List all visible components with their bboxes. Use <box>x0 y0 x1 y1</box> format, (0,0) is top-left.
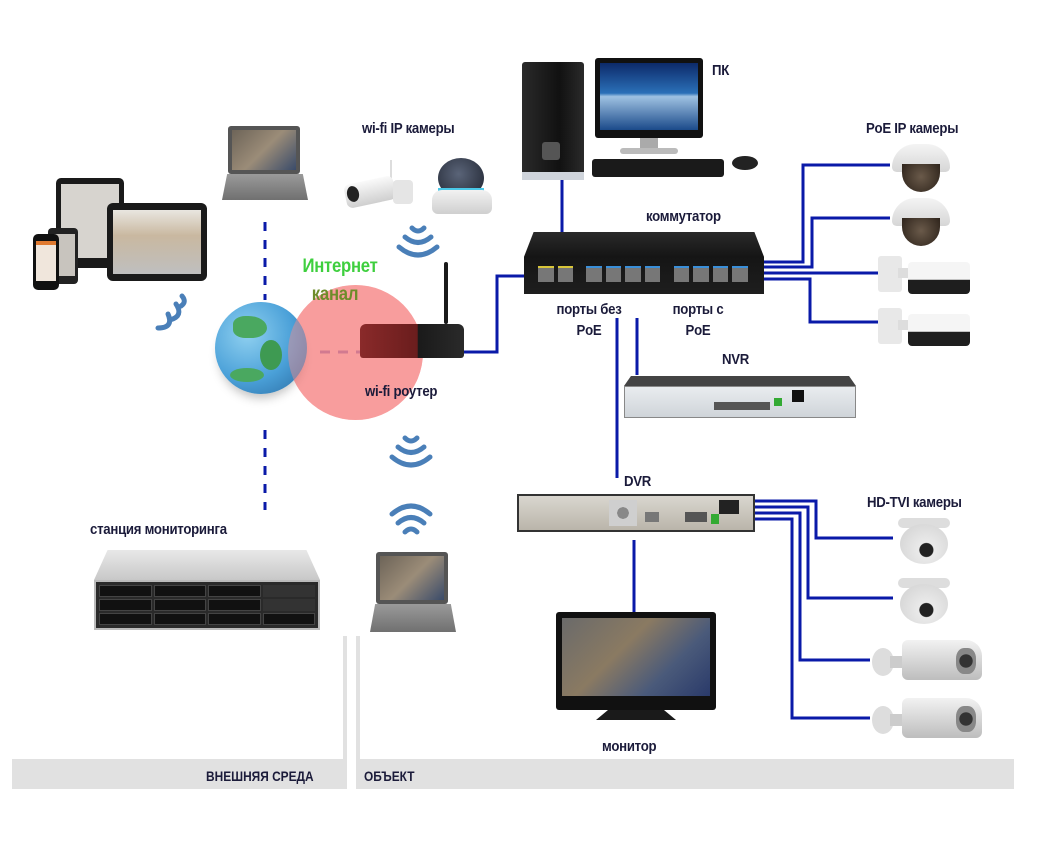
pc-mouse <box>732 156 758 170</box>
ports-poe-label-1: порты с <box>672 301 724 318</box>
hdtvi-bullet-camera-2 <box>872 692 984 748</box>
ports-no-poe-label-2: PoE <box>576 322 602 339</box>
link-tvi-cam-4 <box>755 517 870 720</box>
hdtvi-cameras-label: HD-TVI камеры <box>867 494 962 511</box>
pc-keyboard <box>592 159 724 177</box>
laptop-remote <box>222 126 308 204</box>
link-tvi-cam-1 <box>755 499 893 540</box>
poe-cameras-label: PoE IP камеры <box>866 120 959 137</box>
wifi-router <box>360 262 464 360</box>
zone-bar-external <box>12 759 347 789</box>
switch-label: коммутатор <box>646 208 721 225</box>
hdtvi-dome-camera-1 <box>898 518 950 566</box>
wifi-bullet-camera <box>343 160 415 215</box>
pc-label: ПК <box>712 62 730 79</box>
phone-1 <box>33 234 59 290</box>
nvr-recorder <box>624 376 856 420</box>
internet-label-bottom: канал <box>311 284 359 305</box>
zone-bar-object <box>356 759 1014 789</box>
nvr-label: NVR <box>722 351 750 368</box>
wifi-signal-icon-router-down <box>389 435 433 468</box>
monitoring-station-server <box>88 550 326 632</box>
poe-bullet-camera-1 <box>878 256 972 302</box>
link-tvi-cam-3 <box>755 511 870 662</box>
wifi-cameras-label: wi-fi IP камеры <box>362 120 455 137</box>
cctv-monitor <box>556 612 716 724</box>
pc-monitor <box>595 58 703 138</box>
tablet-front <box>107 203 207 281</box>
laptop-local <box>370 552 456 634</box>
internet-label-top: Интернет <box>302 256 378 277</box>
monitoring-station-label: станция мониторинга <box>90 521 227 538</box>
wifi-signal-icon-mobile <box>155 293 187 331</box>
wifi-signal-icon-cameras <box>396 225 440 258</box>
globe-icon <box>215 302 307 394</box>
pc-computer <box>520 56 760 182</box>
poe-dome-camera-1 <box>892 144 950 194</box>
ports-no-poe-label-1: порты без <box>556 301 622 318</box>
zone-label-object: ОБЪЕКТ <box>364 768 415 784</box>
poe-bullet-camera-2 <box>878 308 972 354</box>
link-poe-cam-4 <box>764 277 878 324</box>
switch-ports <box>538 266 748 282</box>
link-router-switch <box>462 274 525 354</box>
wifi-dome-camera <box>432 158 494 216</box>
mobile-devices-group <box>30 178 210 290</box>
hdtvi-bullet-camera-1 <box>872 634 984 690</box>
hdtvi-dome-camera-2 <box>898 578 950 626</box>
link-poe-cam-1 <box>764 163 890 264</box>
zone-divider-external <box>343 636 347 760</box>
wifi-signal-icon-laptop <box>389 503 433 535</box>
link-poe-cam-2 <box>764 216 890 269</box>
dvr-label: DVR <box>624 473 652 490</box>
zone-divider-object <box>356 636 360 760</box>
pc-tower <box>522 62 584 180</box>
monitor-label: монитор <box>602 738 657 755</box>
zone-label-external: ВНЕШНЯЯ СРЕДА <box>206 768 314 784</box>
network-switch <box>524 232 764 294</box>
link-tvi-cam-2 <box>755 505 893 600</box>
poe-dome-camera-2 <box>892 198 950 248</box>
ports-poe-label-2: PoE <box>685 322 711 339</box>
dvr-recorder <box>517 494 755 532</box>
router-label: wi-fi роутер <box>365 383 438 400</box>
